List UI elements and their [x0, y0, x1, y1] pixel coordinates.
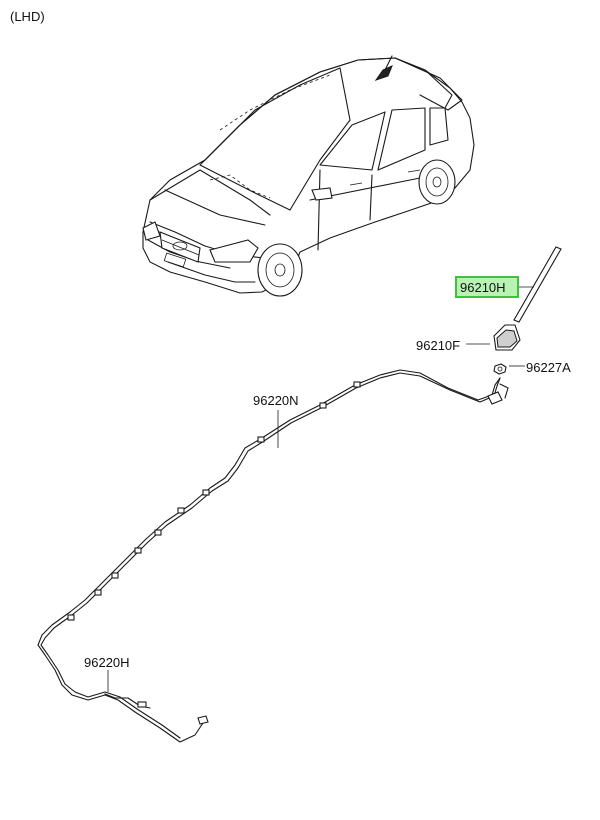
part-label-96227A[interactable]: 96227A: [526, 360, 571, 375]
antenna-assembly: [466, 246, 562, 375]
part-label-96220N[interactable]: 96220N: [253, 393, 299, 408]
part-label-96210F[interactable]: 96210F: [416, 338, 461, 353]
part-label-96210H[interactable]: 96210H: [460, 280, 506, 295]
drive-side-note: (LHD): [10, 9, 45, 24]
cable-illustration: [37, 369, 509, 743]
car-illustration: [142, 55, 475, 297]
part-label-96220H[interactable]: 96220H: [84, 655, 130, 670]
part-96210H-highlight[interactable]: [455, 276, 519, 298]
